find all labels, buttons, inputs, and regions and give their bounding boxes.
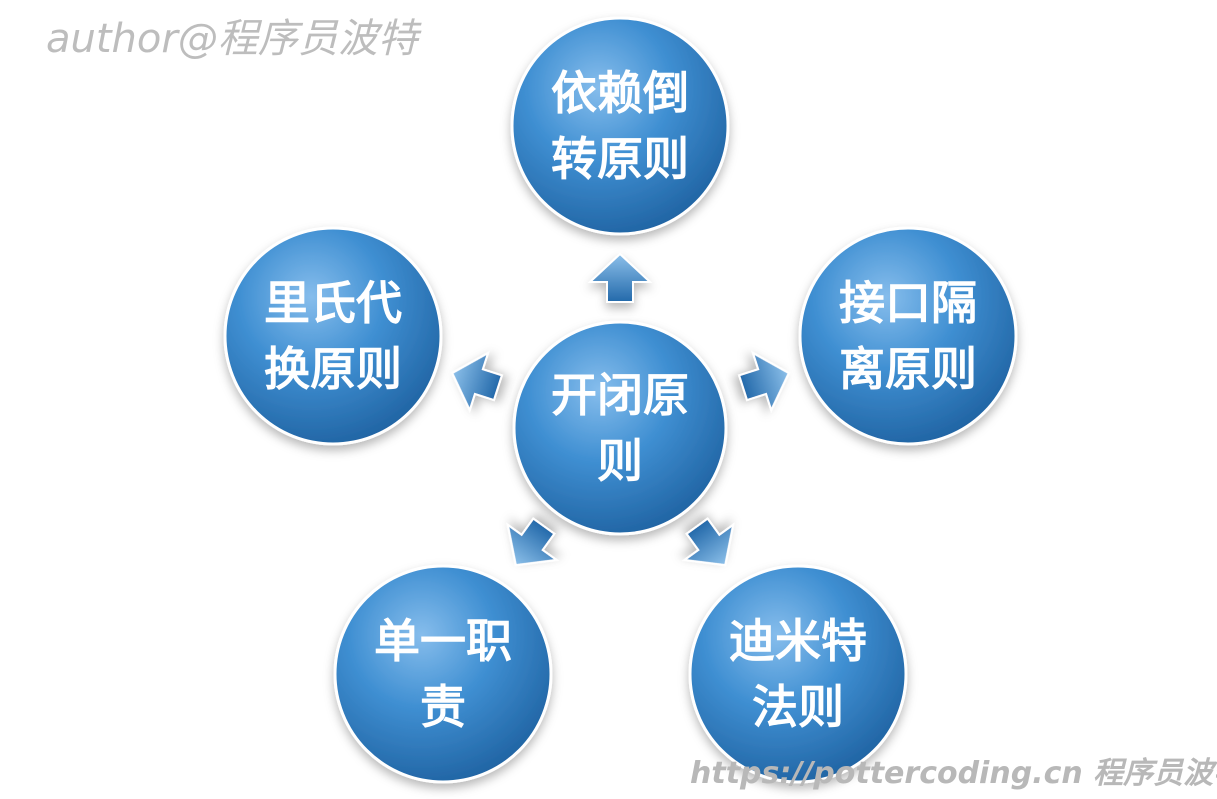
arrow-to-single-responsibility [506, 517, 560, 567]
arrows-layer [450, 252, 791, 567]
node-liskov-substitution-label-line: 里氏代 [264, 276, 402, 330]
node-single-responsibility-label-line: 单一职 [374, 614, 512, 668]
node-dependency-inversion-label-line: 依赖倒 [551, 66, 689, 120]
arrow-to-dependency-inversion [587, 252, 653, 303]
node-open-closed-circle [512, 320, 728, 536]
node-interface-segregation-label-line: 接口隔 [839, 276, 977, 330]
node-single-responsibility-label-line: 责 [420, 680, 466, 734]
node-open-closed-label-line: 开闭原 [551, 368, 689, 422]
node-law-of-demeter-label-line: 法则 [752, 680, 844, 734]
node-liskov-substitution-circle [223, 226, 443, 446]
node-law-of-demeter-label-line: 迪米特 [729, 614, 867, 668]
arrow-to-law-of-demeter [681, 517, 735, 567]
node-law-of-demeter-circle [688, 564, 908, 784]
node-interface-segregation-label-line: 离原则 [839, 342, 977, 396]
nodes-layer: 依赖倒转原则接口隔离原则迪米特法则单一职责里氏代换原则开闭原则 [223, 16, 1018, 784]
author-watermark: author@程序员波特 [46, 16, 418, 62]
node-liskov-substitution-label-line: 换原则 [264, 342, 402, 396]
node-interface-segregation-circle [798, 226, 1018, 446]
node-dependency-inversion-circle [510, 16, 730, 236]
site-watermark: https://pottercoding.cn 程序员波特 [690, 756, 1217, 791]
node-open-closed-label-line: 则 [597, 434, 643, 488]
node-single-responsibility-circle [333, 564, 553, 784]
node-dependency-inversion-label-line: 转原则 [551, 132, 689, 186]
arrow-to-interface-segregation [737, 350, 791, 413]
arrow-to-liskov-substitution [450, 350, 504, 413]
